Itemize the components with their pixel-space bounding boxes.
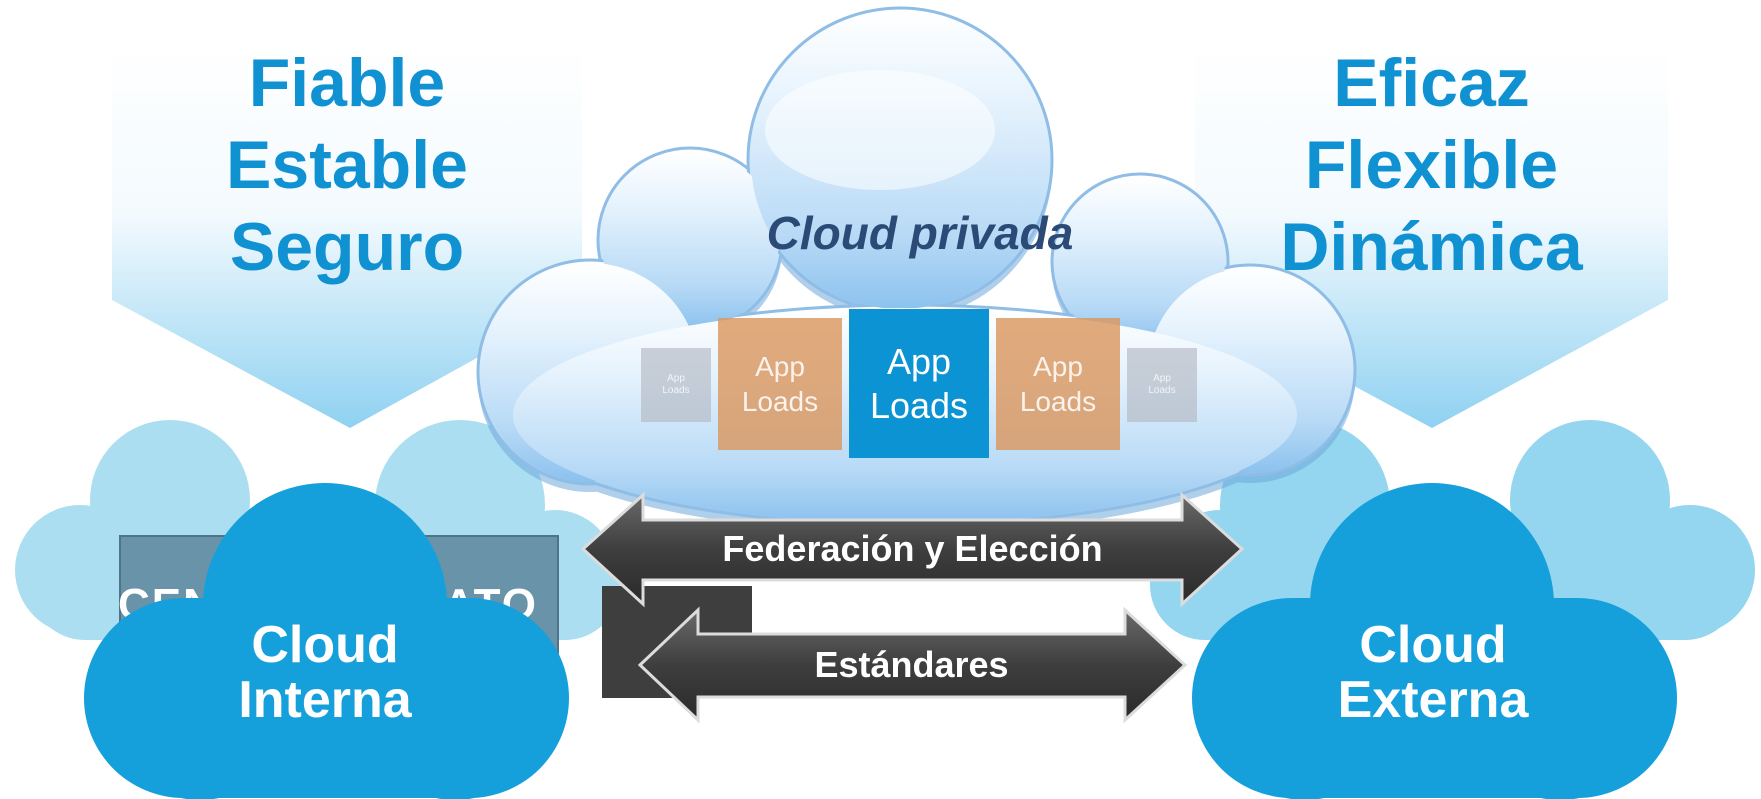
app-loads-box-text: App	[1033, 351, 1083, 382]
property-dinamica: Dinámica	[1280, 209, 1583, 285]
app-loads-box-text: App	[667, 373, 685, 384]
external-cloud-label: Cloud Externa	[1258, 618, 1608, 728]
external-cloud-label-line: Cloud	[1359, 616, 1507, 674]
left-properties-list: Fiable Estable Seguro	[112, 42, 582, 288]
federation-arrow	[580, 491, 1245, 608]
external-cloud-shape	[1192, 483, 1677, 799]
property-seguro: Seguro	[229, 209, 465, 285]
app-loads-box-text: App	[1153, 373, 1171, 384]
internal-cloud-shape	[84, 483, 569, 799]
standards-arrow	[637, 606, 1188, 724]
app-loads-box-left: App Loads	[718, 318, 842, 450]
app-loads-box-far-left: App Loads	[641, 348, 711, 422]
app-loads-box-text: Loads	[1019, 386, 1097, 417]
federation-arrow-label: Federación y Elección	[722, 528, 1103, 569]
property-flexible: Flexible	[1304, 127, 1559, 203]
internal-cloud-label-line: Cloud	[251, 616, 399, 674]
app-loads-box-text: App	[755, 351, 805, 382]
app-loads-box-text: Loads	[741, 386, 819, 417]
internal-cloud-label-line: Interna	[238, 671, 412, 729]
property-fiable: Fiable	[248, 45, 446, 121]
private-cloud-title: Cloud privada	[766, 207, 1074, 259]
right-properties-list: Eficaz Flexible Dinámica	[1195, 42, 1668, 288]
external-cloud-label-line: Externa	[1337, 671, 1529, 729]
app-loads-box-far-right: App Loads	[1127, 348, 1197, 422]
standards-arrow-label: Estándares	[814, 644, 1009, 685]
app-loads-box-text: Loads	[1148, 385, 1176, 396]
app-loads-box-text: Loads	[662, 385, 690, 396]
left-chevron-arrow	[112, 40, 582, 428]
app-loads-box-text: Loads	[869, 384, 969, 426]
app-loads-box-center: App Loads	[849, 309, 989, 458]
internal-cloud-label: Cloud Interna	[150, 618, 500, 728]
app-loads-box-right: App Loads	[996, 318, 1120, 450]
property-estable: Estable	[226, 127, 468, 203]
app-loads-box-text: App	[886, 340, 952, 382]
property-eficaz: Eficaz	[1333, 45, 1530, 121]
